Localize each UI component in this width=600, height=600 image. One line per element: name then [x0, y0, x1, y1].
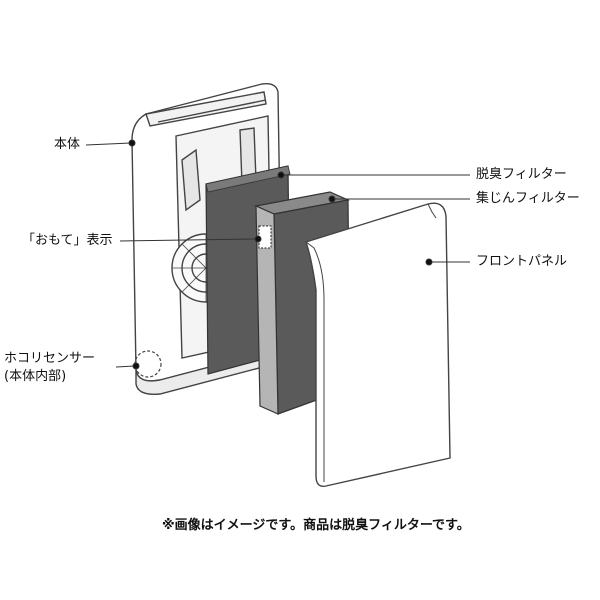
- image-note: ※画像はイメージです。商品は脱臭フィルターです。: [162, 518, 470, 533]
- label-body: 本体: [54, 137, 81, 152]
- label-dust-sensor-sub: (本体内部): [4, 369, 67, 384]
- label-dust-filter: 集じんフィルター: [476, 191, 580, 206]
- label-omote: 「おもて」表示: [22, 233, 113, 248]
- label-dust-sensor: ホコリセンサー: [4, 351, 96, 366]
- label-deodorizing-filter: 脱臭フィルター: [476, 167, 567, 182]
- label-front-panel: フロントパネル: [476, 254, 568, 269]
- leader-lines: [85, 139, 470, 370]
- front-panel-graphic: [305, 202, 451, 487]
